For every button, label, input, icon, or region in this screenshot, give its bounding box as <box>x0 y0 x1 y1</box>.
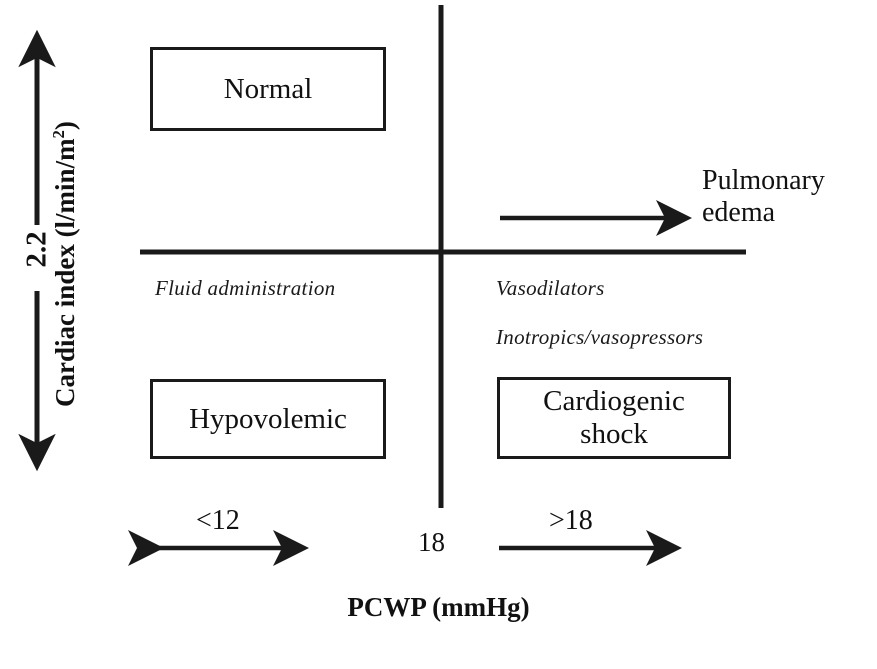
therapy-label-fluid-administration: Fluid administration <box>155 276 336 300</box>
quadrant-label-cardiogenic-line1: Cardiogenic <box>543 384 685 417</box>
therapy-label-inotropics-vasopressors: Inotropics/vasopressors <box>496 325 704 349</box>
therapy-label-vasodilators: Vasodilators <box>496 276 605 300</box>
pulmonary-edema-line2: edema <box>702 197 776 229</box>
x-axis-title: PCWP (mmHg) <box>347 592 530 622</box>
quadrant-label-hypovolemic: Hypovolemic <box>189 402 347 435</box>
y-axis-title-close: ) <box>50 121 80 131</box>
annotation-pcwp-greater-than-18: >18 <box>549 505 593 536</box>
quadrant-box-normal: Normal <box>150 47 386 131</box>
quadrant-label-normal: Normal <box>223 72 313 105</box>
pulmonary-edema-line1: Pulmonary <box>702 165 825 196</box>
y-axis-title-superscript: 2 <box>49 130 68 139</box>
y-axis-title: Cardiac index (l/min/m2) <box>49 29 81 499</box>
quadrant-box-cardiogenic-shock: Cardiogenic shock <box>497 377 731 459</box>
y-axis-title-main: Cardiac index (l/min/m <box>50 138 80 407</box>
quadrant-label-cardiogenic-line2: shock <box>580 418 648 450</box>
annotation-pcwp-less-than-12: <12 <box>196 505 240 536</box>
annotation-pulmonary-edema: Pulmonary edema <box>702 165 825 229</box>
x-axis-threshold-label: 18 <box>418 527 445 557</box>
quadrant-box-hypovolemic: Hypovolemic <box>150 379 386 459</box>
quadrant-label-cardiogenic-shock: Cardiogenic shock <box>543 385 685 452</box>
